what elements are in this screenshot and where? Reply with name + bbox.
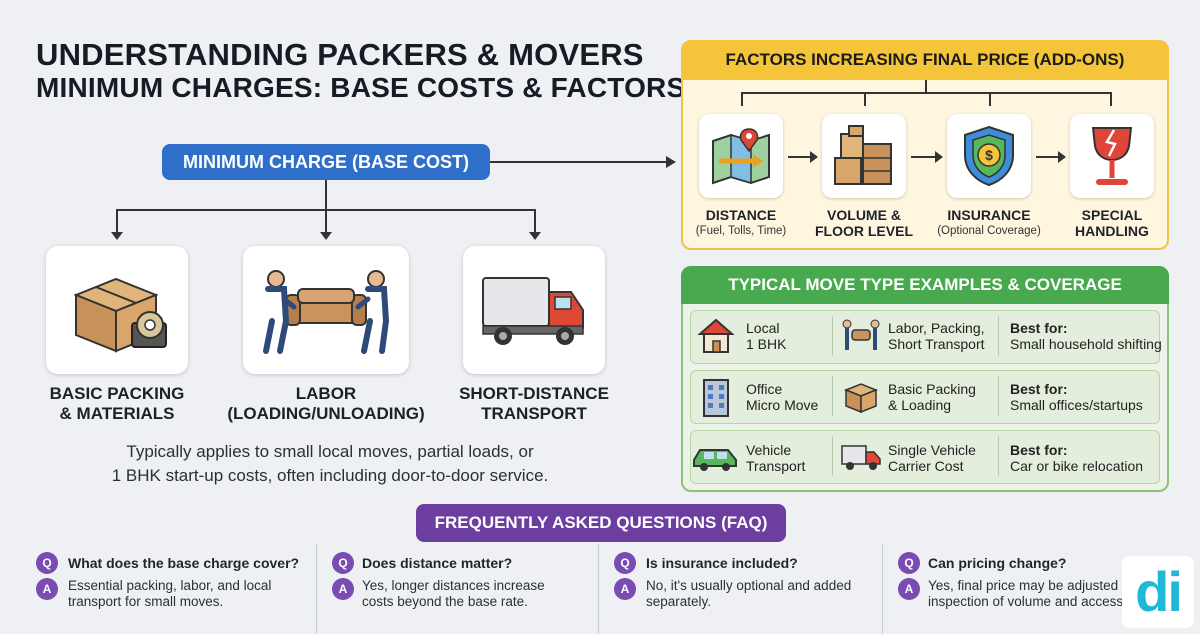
faq-title: FREQUENTLY ASKED QUESTIONS (FAQ) bbox=[416, 504, 786, 542]
arrow-right-icon bbox=[1058, 151, 1066, 163]
arrow-down-icon bbox=[529, 232, 541, 240]
brand-logo: di bbox=[1122, 556, 1194, 628]
example-coverage: Basic Packing& Loading bbox=[888, 381, 976, 413]
special-handling-card bbox=[1070, 114, 1154, 198]
example-row bbox=[690, 310, 1160, 364]
row-divider bbox=[998, 376, 999, 416]
movers-icon bbox=[842, 319, 880, 350]
row-divider bbox=[998, 316, 999, 356]
fragile-glass-icon bbox=[1091, 127, 1133, 185]
truck-icon bbox=[841, 445, 881, 470]
page-title: UNDERSTANDING PACKERS & MOVERS MINIMUM C… bbox=[36, 38, 685, 104]
base-note: Typically applies to small local moves, … bbox=[111, 442, 549, 485]
insurance-card: $ bbox=[947, 114, 1031, 198]
office-building-icon bbox=[703, 379, 729, 417]
connector-left bbox=[116, 209, 118, 233]
row-divider bbox=[998, 436, 999, 476]
arrow-down-icon bbox=[320, 232, 332, 240]
factor-arrow-3 bbox=[1036, 156, 1062, 158]
faq-question: Is insurance included? bbox=[646, 555, 798, 571]
factors-drop-2 bbox=[864, 92, 866, 106]
svg-text:$: $ bbox=[985, 147, 993, 163]
example-best-for: Best for:Car or bike relocation bbox=[1010, 442, 1144, 474]
shield-dollar-icon: $ bbox=[964, 125, 1014, 187]
title-line-2: MINIMUM CHARGES: BASE COSTS & FACTORS bbox=[36, 72, 686, 103]
arrow-down-icon bbox=[111, 232, 123, 240]
connector-right bbox=[534, 209, 536, 233]
arrow-right-icon bbox=[935, 151, 943, 163]
volume-card bbox=[822, 114, 906, 198]
labor-caption: LABOR(LOADING/UNLOADING) bbox=[227, 384, 425, 423]
example-best-for: Best for:Small household shifting bbox=[1010, 320, 1162, 352]
answer-badge: A bbox=[898, 578, 920, 600]
factor-arrow-1 bbox=[788, 156, 814, 158]
basic-packing-card bbox=[46, 246, 188, 374]
box-icon bbox=[843, 383, 879, 414]
arrow-head-icon bbox=[666, 156, 676, 168]
insurance-label: INSURANCE(Optional Coverage) bbox=[937, 207, 1041, 237]
answer-badge: A bbox=[332, 578, 354, 600]
factors-connector bbox=[741, 92, 1111, 94]
truck-icon bbox=[482, 277, 584, 345]
answer-badge: A bbox=[36, 578, 58, 600]
transport-card bbox=[463, 246, 605, 374]
example-row bbox=[690, 370, 1160, 424]
question-badge: Q bbox=[332, 552, 354, 574]
examples-title: TYPICAL MOVE TYPE EXAMPLES & COVERAGE bbox=[681, 266, 1169, 304]
connector-down bbox=[325, 180, 327, 210]
map-pin-icon bbox=[712, 128, 770, 185]
car-icon bbox=[693, 449, 737, 471]
connector-middle bbox=[325, 209, 327, 233]
distance-card bbox=[699, 114, 783, 198]
arrow-right-icon bbox=[810, 151, 818, 163]
example-best-for: Best for:Small offices/startups bbox=[1010, 381, 1143, 413]
box-tape-icon bbox=[73, 277, 167, 353]
example-coverage: Labor, Packing,Short Transport bbox=[888, 320, 985, 352]
faq-question: What does the base charge cover? bbox=[68, 555, 300, 571]
connector-to-factors bbox=[490, 161, 670, 163]
factors-drop-4 bbox=[1110, 92, 1112, 106]
title-line-1: UNDERSTANDING PACKERS & MOVERS bbox=[36, 37, 644, 72]
question-badge: Q bbox=[36, 552, 58, 574]
distance-label: DISTANCE(Fuel, Tolls, Time) bbox=[695, 207, 787, 237]
logo-text: di bbox=[1135, 560, 1183, 623]
faq-divider bbox=[882, 544, 883, 634]
labor-card bbox=[243, 246, 409, 374]
question-badge: Q bbox=[614, 552, 636, 574]
factor-arrow-2 bbox=[911, 156, 939, 158]
faq-divider bbox=[598, 544, 599, 634]
factors-connector-stem bbox=[925, 80, 927, 92]
basic-packing-caption: BASIC PACKING& MATERIALS bbox=[49, 384, 185, 423]
faq-question: Does distance matter? bbox=[362, 555, 513, 571]
minimum-charge-label: MINIMUM CHARGE (BASE COST) bbox=[162, 144, 490, 180]
factors-drop-1 bbox=[741, 92, 743, 106]
house-icon bbox=[697, 318, 735, 353]
volume-label: VOLUME &FLOOR LEVEL bbox=[815, 207, 913, 239]
question-badge: Q bbox=[898, 552, 920, 574]
faq-question: Can pricing change? bbox=[928, 555, 1067, 571]
stacked-boxes-icon bbox=[834, 125, 892, 185]
answer-badge: A bbox=[614, 578, 636, 600]
movers-carrying-sofa-icon bbox=[263, 270, 390, 354]
factors-title: FACTORS INCREASING FINAL PRICE (ADD-ONS) bbox=[681, 40, 1169, 80]
faq-divider bbox=[316, 544, 317, 634]
row-divider bbox=[832, 436, 833, 476]
row-divider bbox=[832, 316, 833, 356]
row-divider bbox=[832, 376, 833, 416]
example-row bbox=[690, 430, 1160, 484]
factors-drop-3 bbox=[989, 92, 991, 106]
